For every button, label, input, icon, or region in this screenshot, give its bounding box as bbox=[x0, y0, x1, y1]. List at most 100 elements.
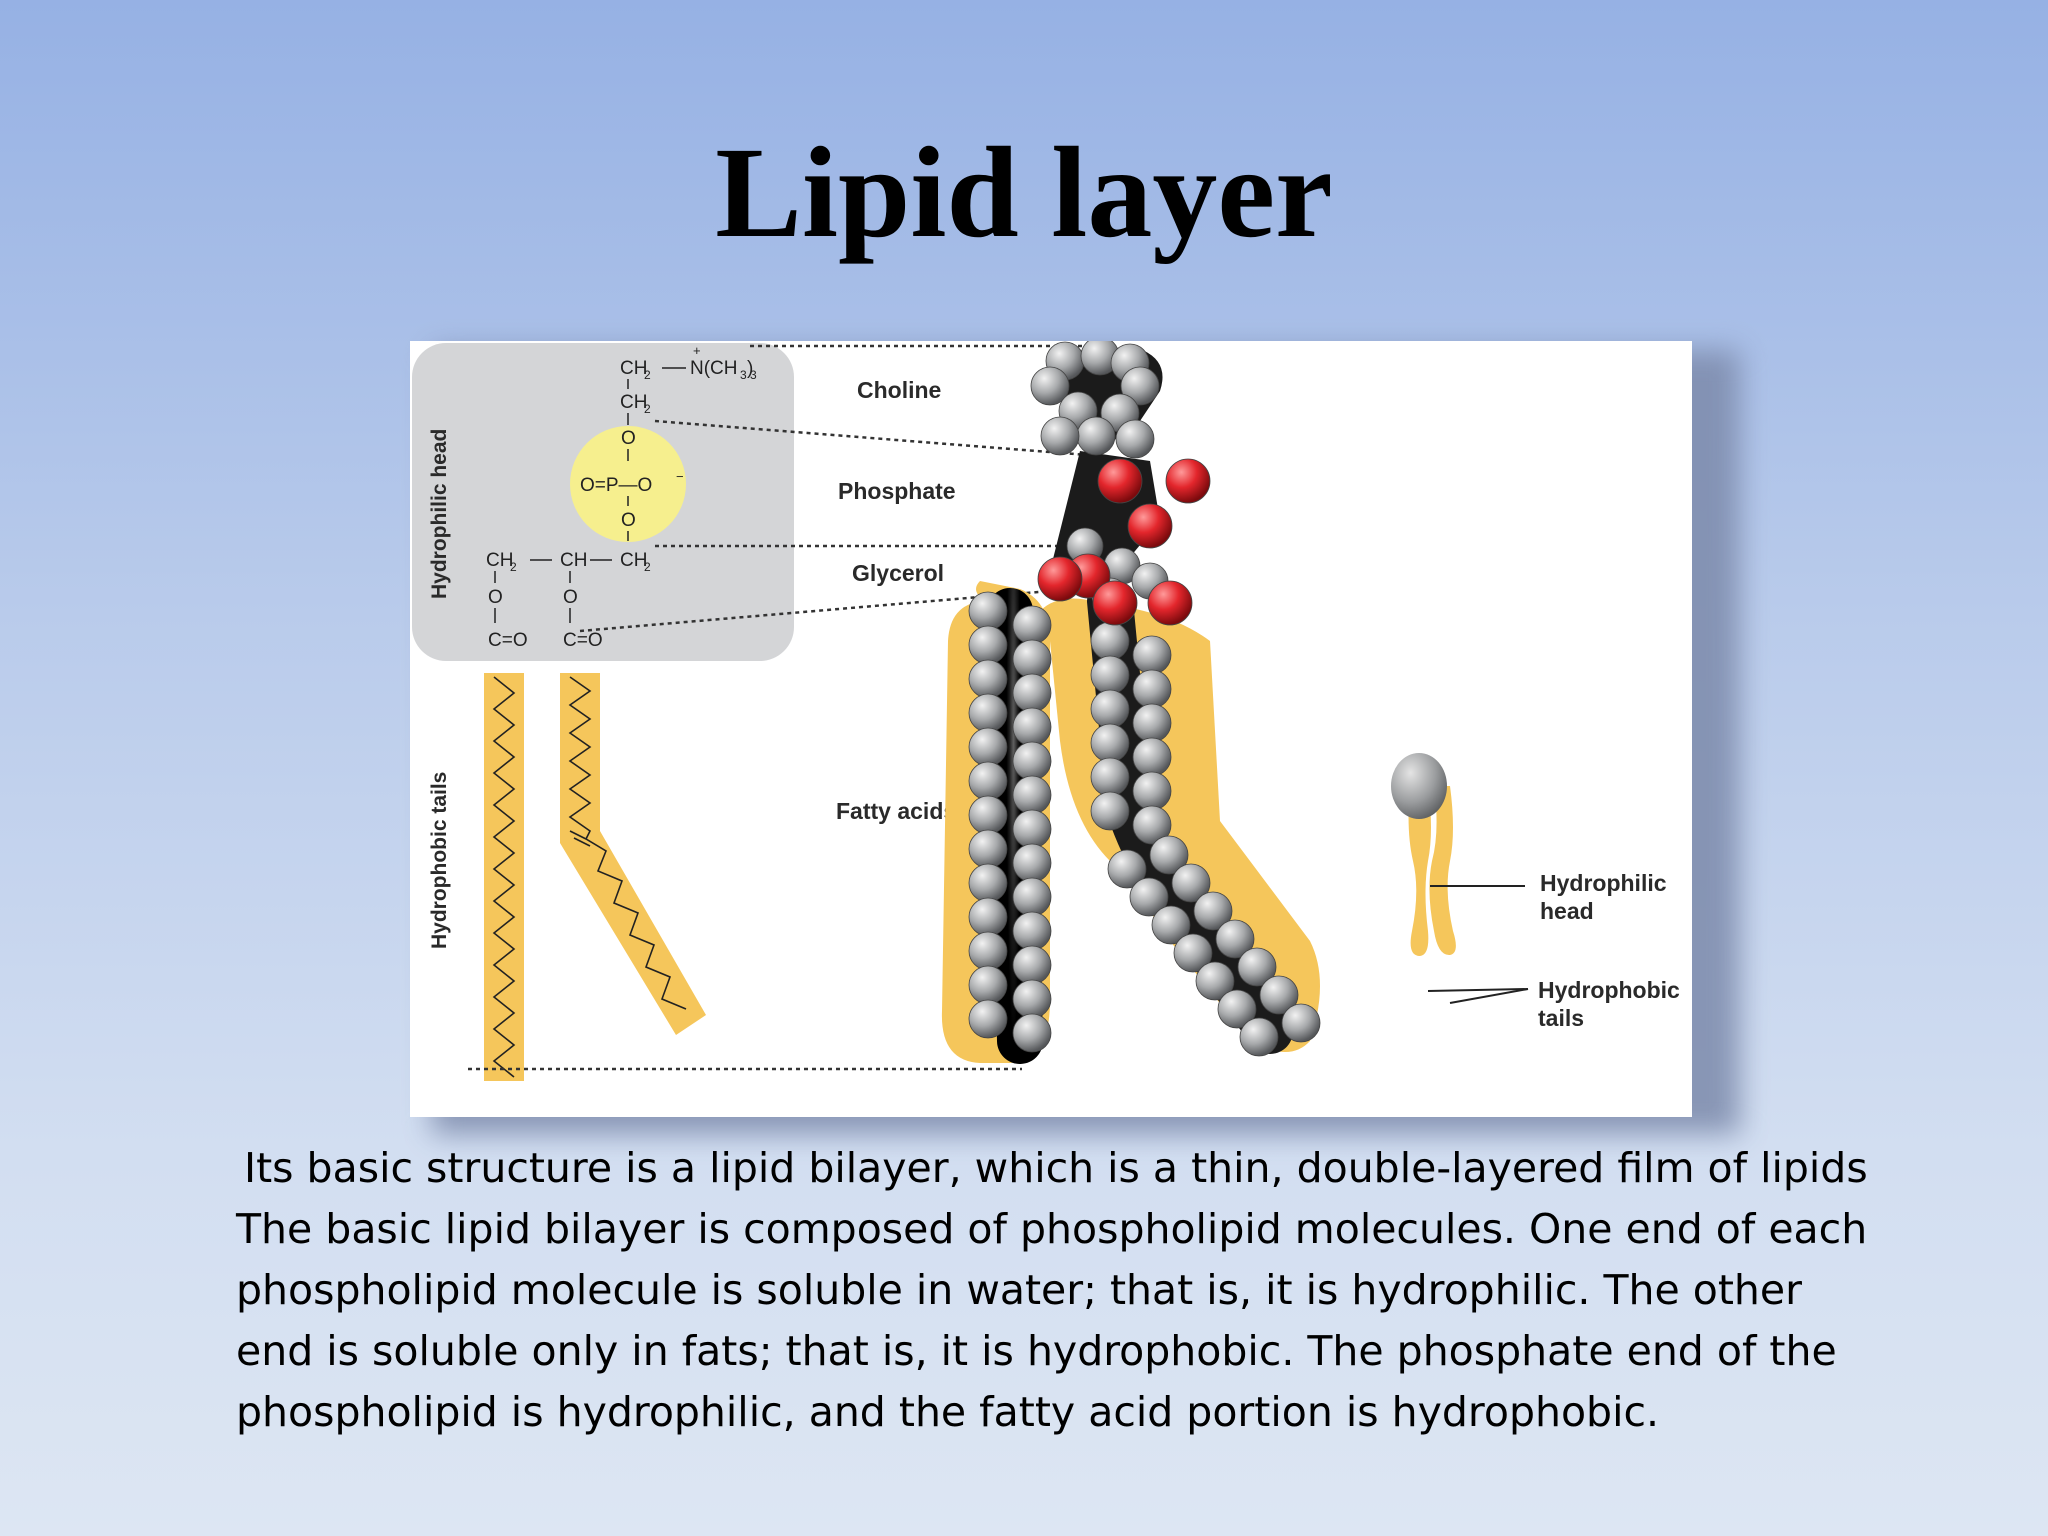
hydrogen-atom bbox=[1012, 775, 1052, 815]
legend-tails-line2: tails bbox=[1538, 1005, 1584, 1031]
oxygen-atom bbox=[1037, 556, 1083, 602]
hydrogen-atom bbox=[1012, 673, 1052, 713]
hydrogen-atom bbox=[1193, 891, 1233, 931]
formula-ester-o-left: O bbox=[488, 587, 503, 608]
hydrogen-atom bbox=[968, 829, 1008, 869]
oxygen-atom bbox=[1147, 580, 1193, 626]
formula-choline-ch2: CH bbox=[620, 358, 647, 379]
oxygen-atom bbox=[1097, 458, 1143, 504]
hydrogen-atom bbox=[1132, 737, 1172, 777]
hydrogen-atom bbox=[1129, 877, 1169, 917]
formula-o-bottom: O bbox=[621, 510, 636, 531]
hydrogen-atom bbox=[1090, 791, 1130, 831]
formula-glycerol-mid: CH bbox=[560, 550, 587, 571]
formula-choline-n: N(CH bbox=[690, 358, 738, 379]
phospholipid-diagram: Hydrophilic head Hydrophobic tails CH 2 … bbox=[412, 341, 1680, 1081]
hydrogen-atom bbox=[1090, 757, 1130, 797]
svg-text:2: 2 bbox=[644, 368, 651, 382]
hydrogen-atom bbox=[1090, 655, 1130, 695]
hydrogen-atom bbox=[1259, 975, 1299, 1015]
svg-text:3: 3 bbox=[740, 368, 747, 382]
hydrogen-atom bbox=[968, 965, 1008, 1005]
svg-text:+: + bbox=[693, 343, 701, 358]
hydrogen-atom bbox=[1012, 741, 1052, 781]
space-filling-model bbox=[941, 341, 1321, 1064]
hydrogen-atom bbox=[1173, 933, 1213, 973]
formula-glycerol-right: CH bbox=[620, 550, 647, 571]
hydrogen-atom bbox=[1012, 979, 1052, 1019]
formula-glycerol-left: CH bbox=[486, 550, 513, 571]
formula-ch2: CH bbox=[620, 392, 647, 413]
hydrogen-atom bbox=[968, 863, 1008, 903]
hydrogen-atom bbox=[1217, 989, 1257, 1029]
hydrogen-atom bbox=[1115, 419, 1155, 459]
svg-text:): ) bbox=[747, 358, 753, 379]
hydrogen-atom bbox=[968, 795, 1008, 835]
hydrogen-atom bbox=[1132, 635, 1172, 675]
body-line-5: phospholipid is hydrophilic, and the fat… bbox=[236, 1388, 1660, 1436]
hydrogen-atom bbox=[1030, 366, 1070, 406]
structural-formula: CH 2 N(CH 3 ) + 3 CH 2 O O=P—O − O CH 2 … bbox=[486, 343, 757, 651]
phospholipid-figure: Hydrophilic head Hydrophobic tails CH 2 … bbox=[410, 341, 1692, 1117]
hydrogen-atom bbox=[968, 761, 1008, 801]
oxygen-atom bbox=[1092, 580, 1138, 626]
hydrogen-atom bbox=[1281, 1003, 1321, 1043]
svg-text:2: 2 bbox=[644, 402, 651, 416]
hydrogen-atom bbox=[968, 999, 1008, 1039]
hydrogen-atom bbox=[1012, 843, 1052, 883]
hydrogen-atom bbox=[1151, 905, 1191, 945]
hydrogen-atom bbox=[968, 693, 1008, 733]
phosphate-highlight bbox=[570, 426, 686, 542]
hydrogen-atom bbox=[1149, 835, 1189, 875]
hydrogen-atom bbox=[1195, 961, 1235, 1001]
connector-lines bbox=[468, 344, 1110, 1071]
body-line-3: phospholipid molecule is soluble in wate… bbox=[236, 1266, 1802, 1314]
hydrogen-atom bbox=[968, 727, 1008, 767]
hydrogen-atom bbox=[1090, 723, 1130, 763]
hydrogen-atom bbox=[1076, 416, 1116, 456]
hydrogen-atom bbox=[1012, 605, 1052, 645]
hydrogen-atom bbox=[1012, 877, 1052, 917]
hydrogen-atom bbox=[1090, 621, 1130, 661]
formula-phosphate: O=P—O bbox=[580, 475, 652, 496]
schematic-fatty-acid-tails bbox=[484, 673, 706, 1081]
hydrogen-atom bbox=[1107, 849, 1147, 889]
legend-schematic: Hydrophilic head Hydrophobic tails bbox=[1391, 753, 1680, 1031]
hydrogen-atom bbox=[968, 625, 1008, 665]
legend-head-line1: Hydrophilic bbox=[1540, 870, 1667, 896]
svg-text:−: − bbox=[676, 469, 684, 484]
hydrogen-atom bbox=[1012, 1013, 1052, 1053]
hydrophilic-head-label: Hydrophilic head bbox=[428, 429, 451, 599]
legend-tails-line1: Hydrophobic bbox=[1538, 977, 1680, 1003]
glycerol-label: Glycerol bbox=[852, 560, 944, 586]
hydrogen-atom bbox=[1215, 919, 1255, 959]
phosphate-label: Phosphate bbox=[838, 478, 956, 504]
hydrophobic-tails-label: Hydrophobic tails bbox=[428, 772, 451, 949]
hydrogen-atom bbox=[1040, 416, 1080, 456]
hydrogen-atom bbox=[968, 591, 1008, 631]
svg-text:2: 2 bbox=[644, 560, 651, 574]
hydrogen-atom bbox=[1090, 689, 1130, 729]
fatty-acids-label: Fatty acids bbox=[836, 798, 956, 824]
svg-text:3: 3 bbox=[750, 368, 757, 382]
hydrogen-atom bbox=[1012, 639, 1052, 679]
hydrogen-atom bbox=[968, 897, 1008, 937]
hydrogen-atom bbox=[1120, 366, 1160, 406]
hydrogen-atom bbox=[1012, 911, 1052, 951]
choline-label: Choline bbox=[857, 377, 941, 403]
formula-carbonyl-right: C=O bbox=[563, 630, 603, 651]
hydrogen-atom bbox=[1171, 863, 1211, 903]
hydrogen-atom bbox=[1132, 703, 1172, 743]
hydrogen-atom bbox=[1012, 809, 1052, 849]
hydrogen-atom bbox=[968, 931, 1008, 971]
hydrogen-atom bbox=[1239, 1017, 1279, 1057]
formula-ester-o-right: O bbox=[563, 587, 578, 608]
hydrogen-atom bbox=[1132, 669, 1172, 709]
svg-text:2: 2 bbox=[510, 560, 517, 574]
legend-head-line2: head bbox=[1540, 898, 1594, 924]
legend-head-icon bbox=[1391, 753, 1447, 819]
hydrogen-atom bbox=[1012, 707, 1052, 747]
hydrogen-atom bbox=[1012, 945, 1052, 985]
formula-carbonyl-left: C=O bbox=[488, 630, 528, 651]
formula-o-top: O bbox=[621, 428, 636, 449]
